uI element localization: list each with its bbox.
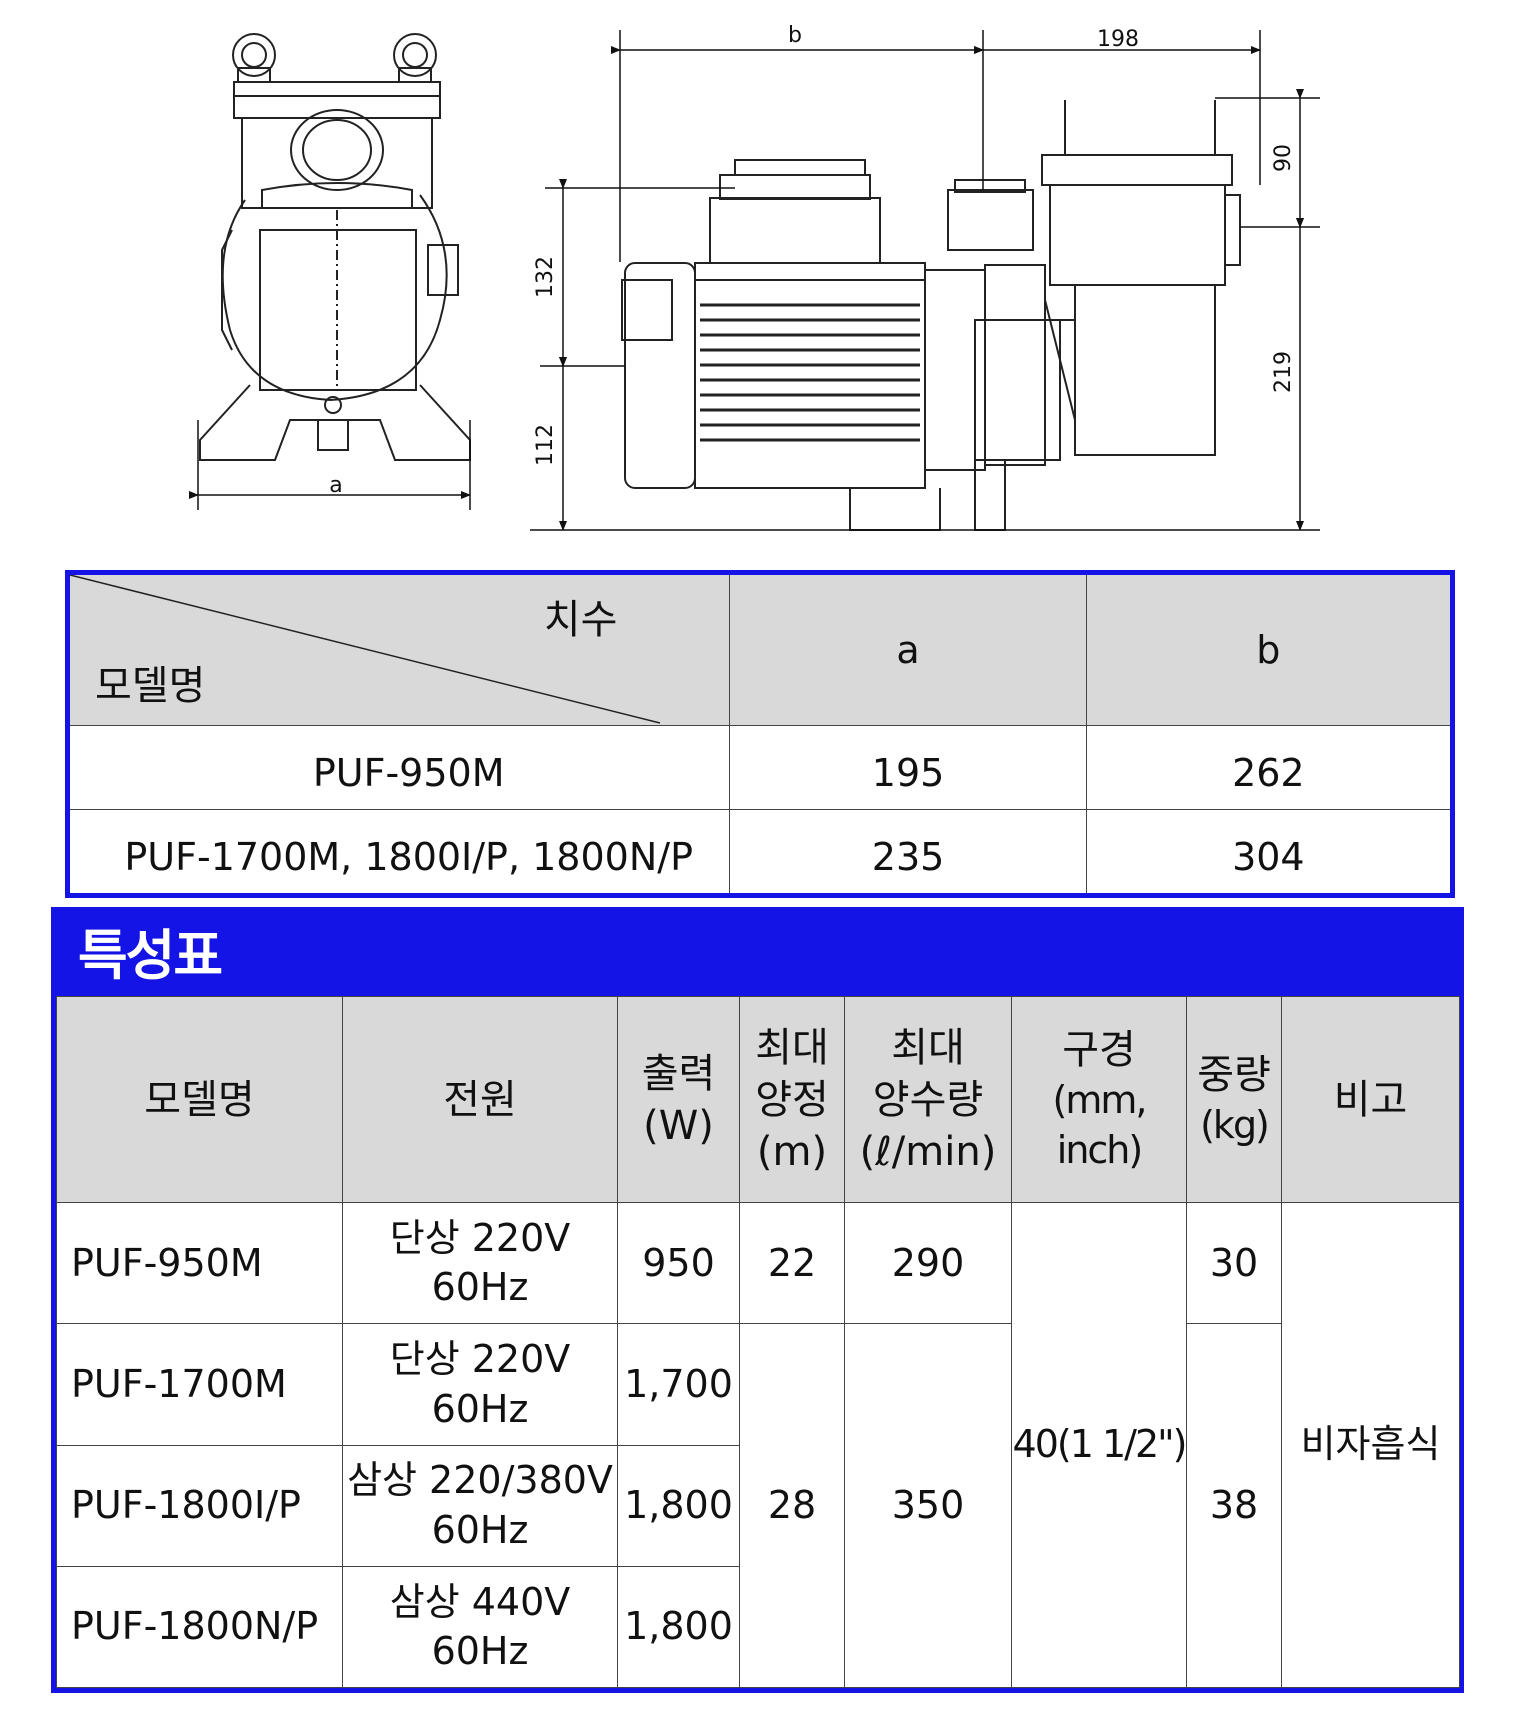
model-header: 모델명 xyxy=(95,663,206,709)
dimension-corner-cell: 치수 모델명 xyxy=(66,572,731,726)
dim-label-219: 219 xyxy=(1271,351,1296,393)
spec-table: 모델명 전원 출력 (W) 최대 양정 (m) 최대 양수량 (ℓ/min) 구… xyxy=(56,995,1460,1689)
bore-value: 40(1 1/2") xyxy=(1011,1202,1187,1688)
model-name: PUF-1700M, 1800I/P, 1800N/P xyxy=(66,809,731,896)
header-output-label: 출력 xyxy=(641,1050,716,1097)
model-name: PUF-950M xyxy=(56,1202,343,1325)
model-name: PUF-1700M xyxy=(56,1323,343,1446)
power-phase-voltage: 삼상 220/380V xyxy=(347,1458,613,1503)
header-weight-label: 중량 xyxy=(1197,1051,1271,1098)
weight-value: 30 xyxy=(1186,1202,1282,1325)
header-flow-l1: 최대 xyxy=(891,1024,965,1071)
spec-title: 특성표 xyxy=(78,924,223,987)
model-name: PUF-1800I/P xyxy=(56,1444,343,1567)
header-weight: 중량 (kg) xyxy=(1186,995,1282,1204)
header-bore-unit: (mm, inch) xyxy=(1052,1078,1148,1172)
header-head-unit: (m) xyxy=(756,1128,828,1175)
header-model: 모델명 xyxy=(56,995,343,1204)
power-cell: 삼상 440V 60Hz xyxy=(342,1565,618,1689)
header-max-flow: 최대 양수량 (ℓ/min) xyxy=(844,995,1012,1204)
spec-section: 특성표 모델명 전원 출력 (W) 최대 양정 (m) 최대 양수량 (ℓ/mi… xyxy=(51,907,1464,1693)
dim-label-b: b xyxy=(788,23,802,48)
table-row: PUF-1700M 단상 220V 60Hz 1,700 28 350 38 xyxy=(56,1323,1460,1688)
power-frequency: 60Hz xyxy=(431,1265,529,1310)
header-weight-unit: (kg) xyxy=(1200,1102,1270,1147)
dim-b-value: 262 xyxy=(1085,725,1454,810)
header-head-l2: 양정 xyxy=(755,1076,829,1123)
note-value: 비자흡식 xyxy=(1281,1202,1460,1688)
max-flow-value: 350 xyxy=(844,1323,1012,1688)
header-bore: 구경 (mm, inch) xyxy=(1011,995,1187,1204)
power-frequency: 60Hz xyxy=(431,1386,529,1431)
header-max-head: 최대 양정 (m) xyxy=(739,995,845,1204)
power-frequency: 60Hz xyxy=(431,1507,529,1552)
dim-b-value: 304 xyxy=(1085,809,1454,896)
header-output-unit: (W) xyxy=(643,1102,714,1149)
dim-label-132: 132 xyxy=(533,256,558,298)
max-head-value: 22 xyxy=(739,1202,845,1325)
header-bore-label: 구경 xyxy=(1062,1027,1136,1074)
dim-label-a: a xyxy=(329,473,342,498)
table-row: PUF-950M 단상 220V 60Hz 950 22 290 40(1 1/… xyxy=(56,1202,1460,1688)
header-output: 출력 (W) xyxy=(617,995,740,1204)
max-flow-value: 290 xyxy=(844,1202,1012,1325)
output-value: 1,800 xyxy=(617,1565,740,1689)
power-cell: 삼상 220/380V 60Hz xyxy=(342,1444,618,1567)
weight-value: 38 xyxy=(1186,1323,1282,1688)
output-value: 1,800 xyxy=(617,1444,740,1567)
col-header-a: a xyxy=(729,572,1087,726)
pump-dimension-drawing: a b 198 132 112 90 219 xyxy=(0,0,1515,560)
output-value: 950 xyxy=(617,1202,740,1325)
power-phase-voltage: 단상 220V xyxy=(389,1337,571,1382)
dimension-header: 치수 xyxy=(543,597,618,643)
header-flow-l2: 양수량 xyxy=(872,1076,984,1123)
output-value: 1,700 xyxy=(617,1323,740,1446)
dim-label-90: 90 xyxy=(1271,144,1296,172)
table-row: PUF-1800I/P 삼상 220/380V 60Hz 1,800 xyxy=(56,1444,1460,1567)
header-flow-unit: (ℓ/min) xyxy=(859,1128,997,1175)
model-name: PUF-1800N/P xyxy=(56,1565,343,1689)
spec-header-row: 모델명 전원 출력 (W) 최대 양정 (m) 최대 양수량 (ℓ/min) 구… xyxy=(56,995,1460,1204)
model-name: PUF-950M xyxy=(66,725,731,810)
power-cell: 단상 220V 60Hz xyxy=(342,1323,618,1446)
power-phase-voltage: 삼상 440V xyxy=(389,1579,571,1624)
pump-drawing-svg: a b 198 132 112 90 219 xyxy=(189,23,1320,531)
dim-label-198: 198 xyxy=(1097,27,1139,52)
max-head-value: 28 xyxy=(739,1323,845,1688)
dimension-table: 치수 모델명 a b PUF-950M 195 262 PUF-1700M, 1… xyxy=(65,570,1455,898)
table-row: PUF-1800N/P 삼상 440V 60Hz 1,800 xyxy=(56,1565,1460,1689)
header-note: 비고 xyxy=(1281,995,1460,1204)
table-row: PUF-950M 195 262 xyxy=(66,725,1454,810)
dim-label-112: 112 xyxy=(533,424,558,466)
header-power: 전원 xyxy=(342,995,618,1204)
corner-diagonal-line xyxy=(70,575,661,724)
dim-a-value: 235 xyxy=(729,809,1087,896)
power-phase-voltage: 단상 220V xyxy=(389,1215,571,1260)
power-cell: 단상 220V 60Hz xyxy=(342,1202,618,1325)
power-frequency: 60Hz xyxy=(431,1628,529,1673)
table-row: PUF-1700M, 1800I/P, 1800N/P 235 304 xyxy=(66,809,1454,896)
header-head-l1: 최대 xyxy=(755,1024,829,1071)
dim-a-value: 195 xyxy=(729,725,1087,810)
col-header-b: b xyxy=(1085,572,1454,726)
